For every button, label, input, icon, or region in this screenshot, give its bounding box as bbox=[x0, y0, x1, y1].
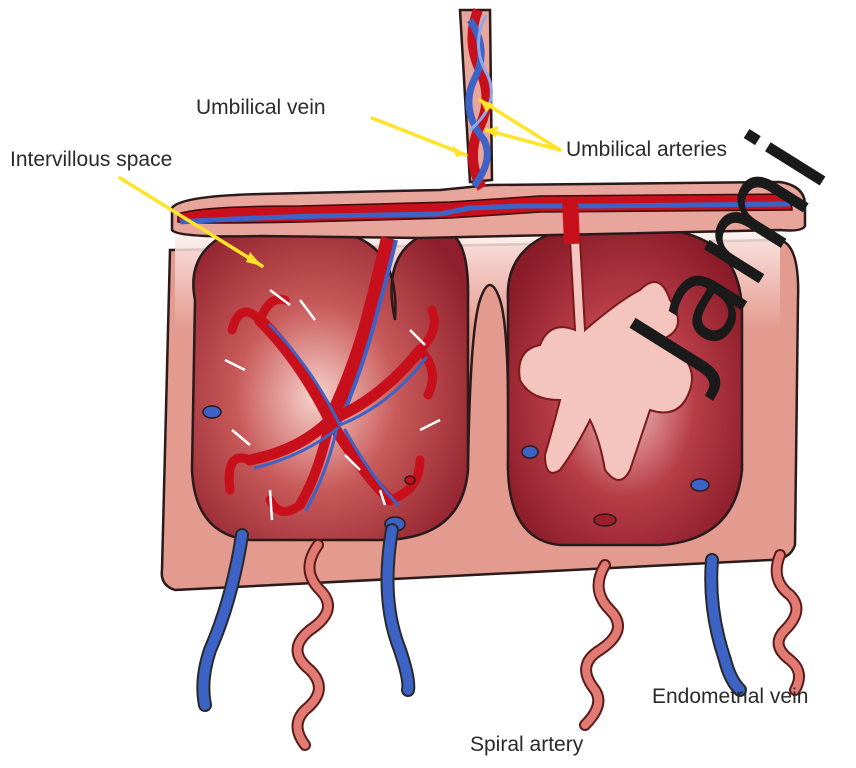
label-spiral-artery: Spiral artery bbox=[470, 733, 583, 757]
label-intervillous-space: Intervillous space bbox=[10, 148, 172, 172]
pointer-umbilical-artery-2 bbox=[486, 130, 560, 150]
pointer-umbilical-vein bbox=[372, 118, 466, 155]
label-umbilical-arteries: Umbilical arteries bbox=[566, 138, 727, 162]
label-endometrial-vein: Endometrial vein bbox=[652, 685, 808, 709]
villus-stem-red-right bbox=[570, 198, 572, 244]
label-umbilical-vein: Umbilical vein bbox=[196, 96, 326, 120]
